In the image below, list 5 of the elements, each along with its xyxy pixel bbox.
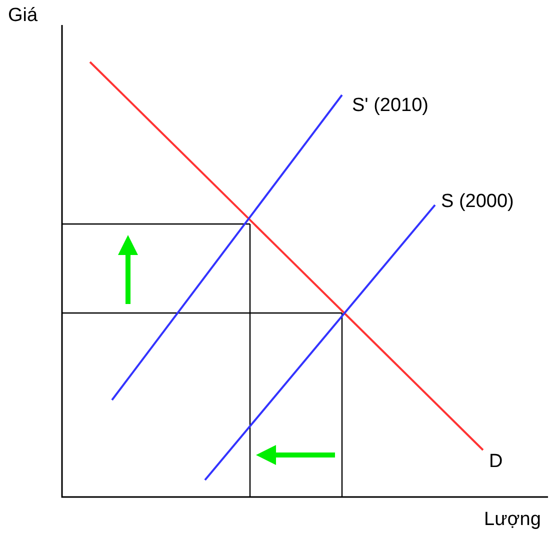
curve-label: S' (2010) xyxy=(352,96,429,117)
curve-label: D xyxy=(489,452,503,473)
curve-label: S (2000) xyxy=(441,192,514,213)
axis-label: Lượng xyxy=(484,510,541,531)
axis-label: Giá xyxy=(8,6,38,27)
